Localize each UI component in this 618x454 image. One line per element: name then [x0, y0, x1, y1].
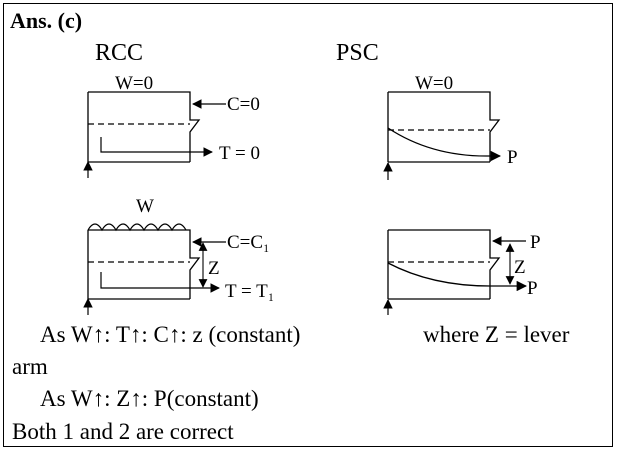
psc-bottom-top-force-label: P	[530, 232, 541, 253]
rcc-header: RCC	[95, 40, 144, 66]
rcc-bottom-load-label: W	[136, 196, 154, 217]
rcc-bottom-lever-label: Z	[208, 258, 220, 279]
statement-line-1-right: where Z = lever	[423, 322, 570, 347]
psc-bottom-beam	[383, 229, 528, 315]
statement-line-1: As W↑: T↑: C↑: z (constant)	[40, 322, 301, 347]
rcc-bottom-compression-label: C=C₁	[227, 232, 270, 253]
psc-top-load-label: W=0	[415, 73, 453, 94]
psc-bottom-lever-label: Z	[514, 257, 526, 278]
psc-header: PSC	[336, 40, 379, 66]
rcc-top-load-label: W=0	[115, 73, 153, 94]
statement-line-3: As W↑: Z↑: P(constant)	[40, 386, 259, 411]
rcc-top-tension-label: T = 0	[219, 143, 260, 164]
psc-top-beam	[383, 91, 502, 180]
rcc-bottom-tension-label: T = T₁	[225, 281, 274, 302]
answer-frame	[3, 3, 613, 447]
answer-label: Ans. (c)	[10, 8, 83, 33]
statement-line-2: arm	[12, 354, 48, 379]
statement-line-4: Both 1 and 2 are correct	[12, 419, 234, 444]
rcc-bottom-beam	[83, 223, 226, 315]
psc-bottom-bottom-force-label: P	[527, 278, 538, 299]
rcc-top-beam	[83, 91, 226, 178]
rcc-top-compression-label: C=0	[227, 94, 260, 115]
psc-top-prestress-label: P	[507, 147, 518, 168]
